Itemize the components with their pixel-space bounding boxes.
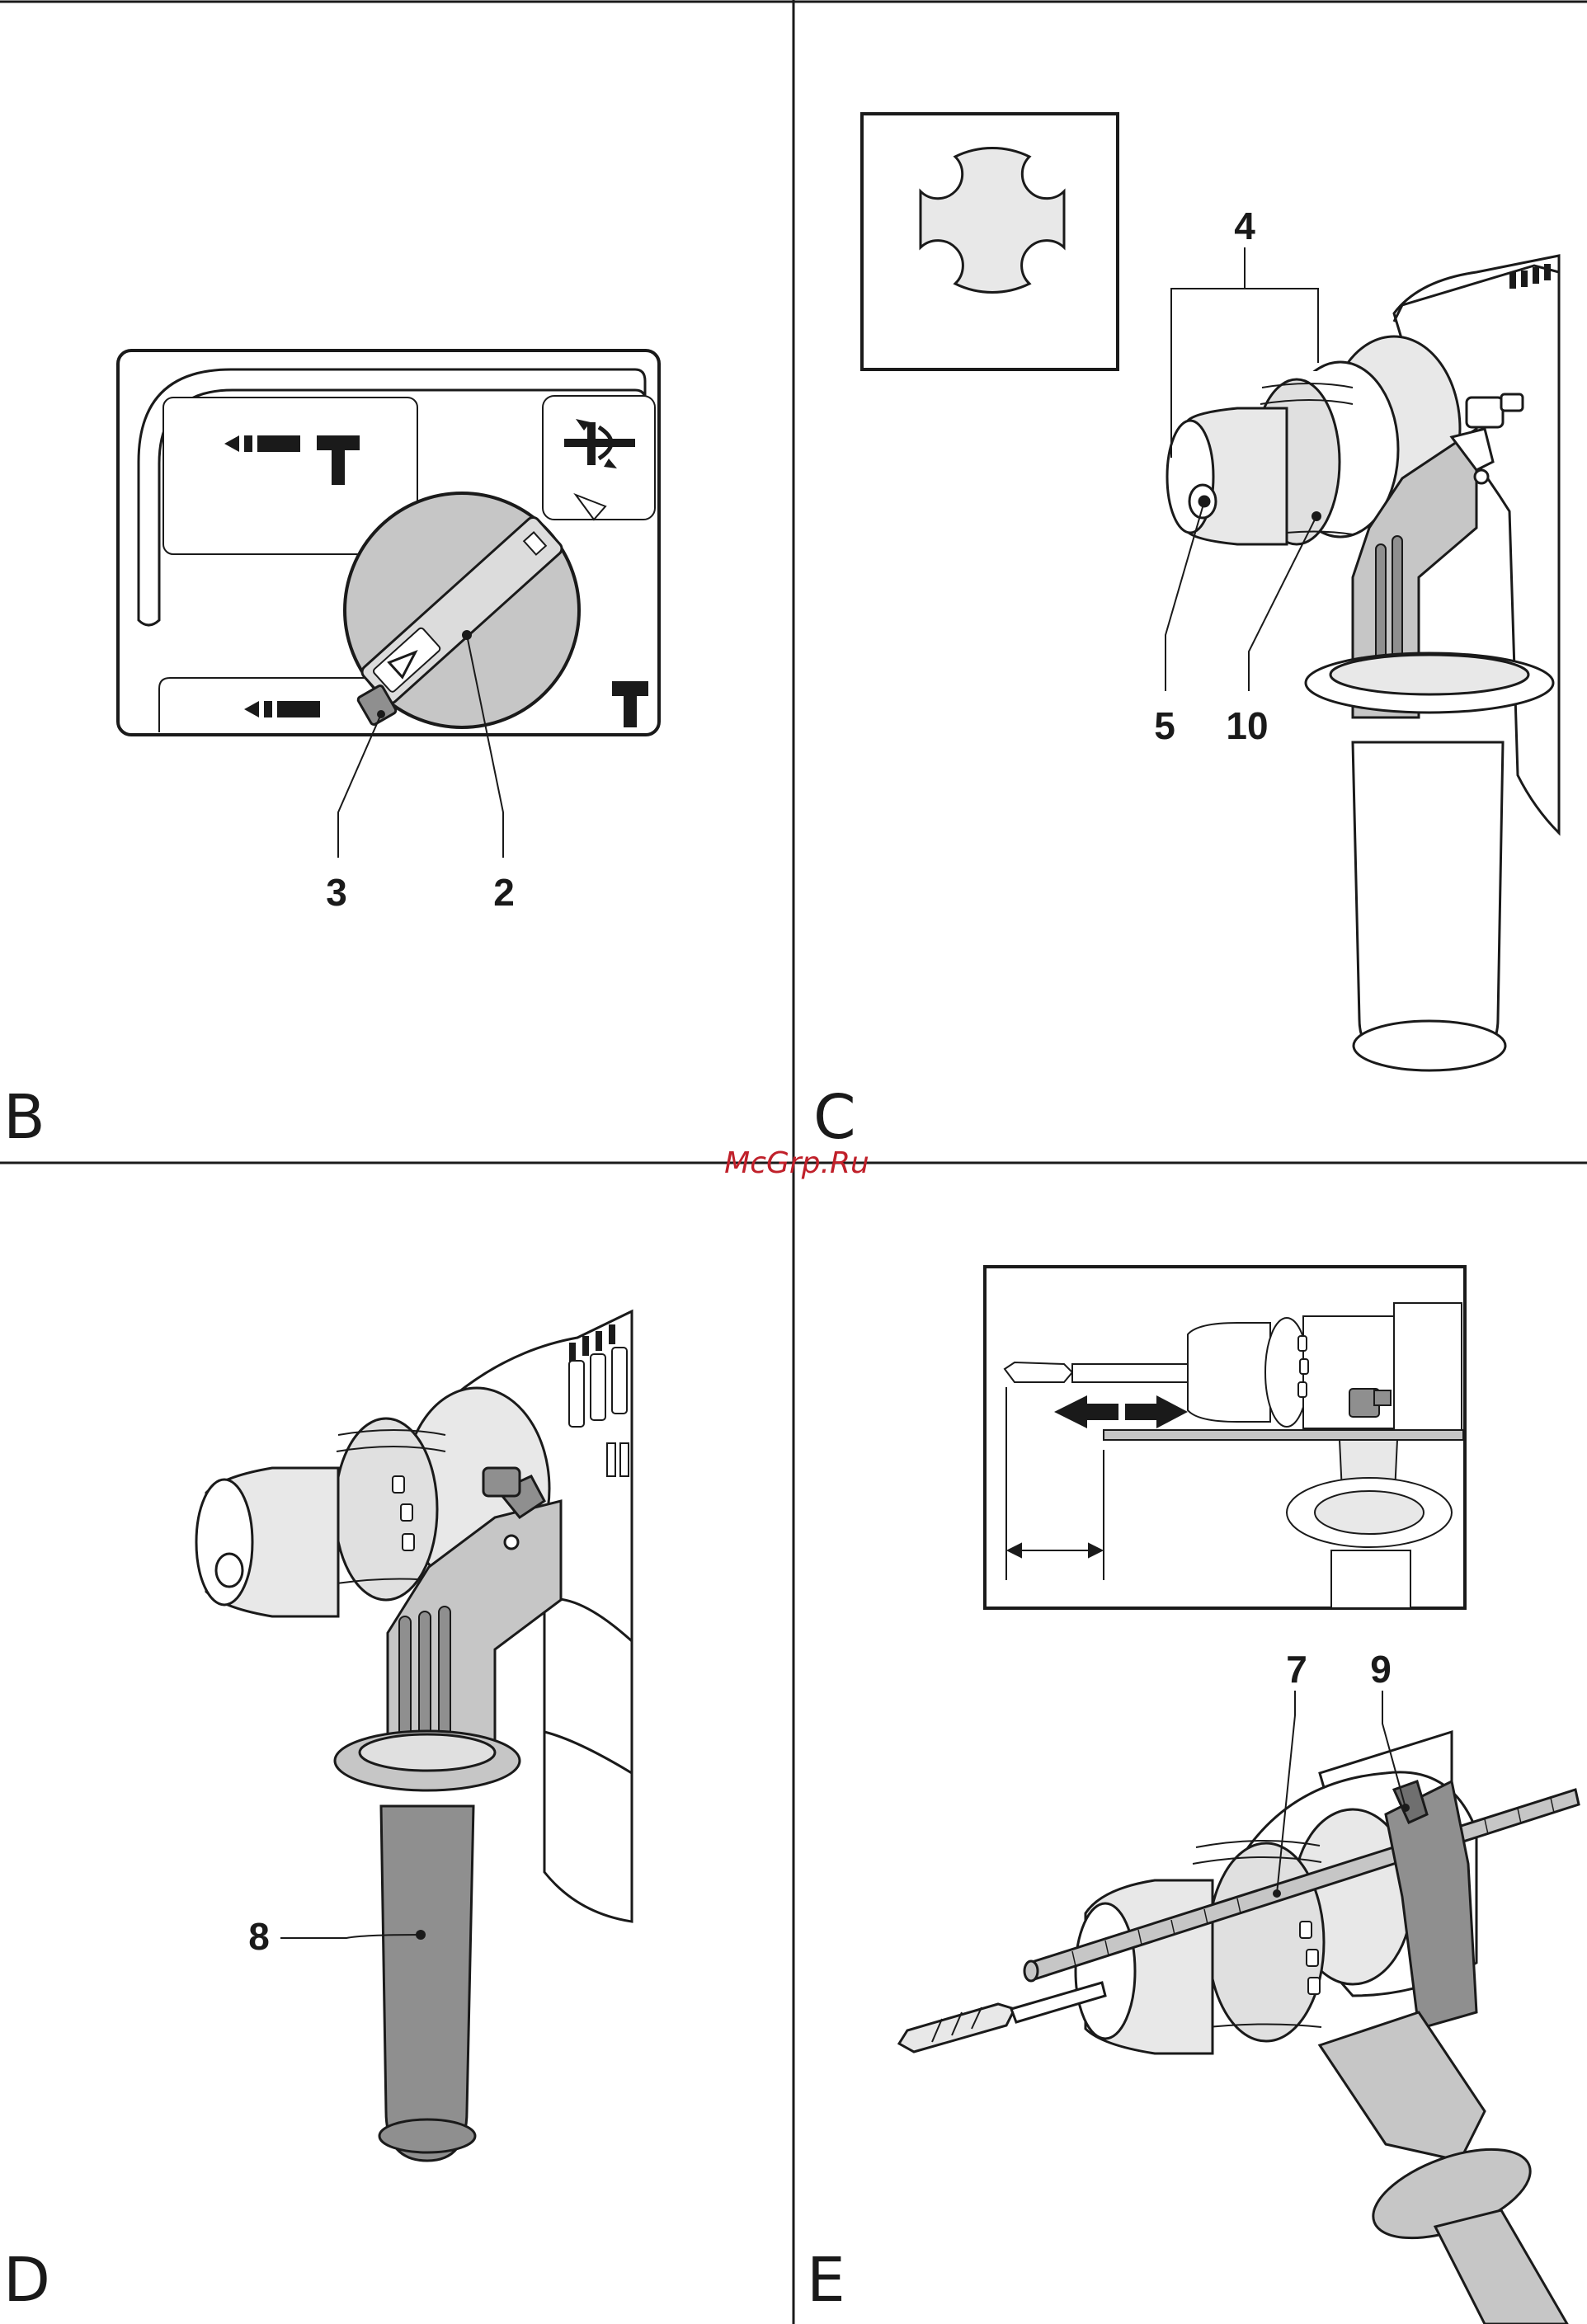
callout-4: 4 [1234, 205, 1255, 247]
watermark-text: McGrp.Ru [724, 1146, 869, 1180]
panel-c-chuck: 4 5 10 [862, 114, 1559, 1070]
callout-7: 7 [1286, 1648, 1307, 1691]
panel-d-side-handle [196, 1311, 632, 2161]
rotary-hammer-body [1167, 256, 1559, 1070]
panel-letter-b: B [3, 1082, 45, 1153]
callout-5: 5 [1154, 704, 1175, 747]
rotary-hammer-with-depth-stop [899, 1732, 1579, 2324]
panel-e-depth-stop: 7 9 [899, 1267, 1579, 2324]
callout-3: 3 [326, 871, 347, 914]
panel-letter-e: E [807, 2245, 845, 2316]
callout-10: 10 [1226, 704, 1268, 747]
panel-b-mode-selector: 3 2 [118, 350, 659, 914]
callout-2: 2 [493, 871, 515, 914]
panel-letter-c: C [813, 1082, 856, 1153]
callout-9: 9 [1370, 1648, 1392, 1691]
callout-8: 8 [248, 1915, 270, 1958]
drill-icon [244, 701, 320, 717]
panel-letter-d: D [3, 2245, 50, 2316]
